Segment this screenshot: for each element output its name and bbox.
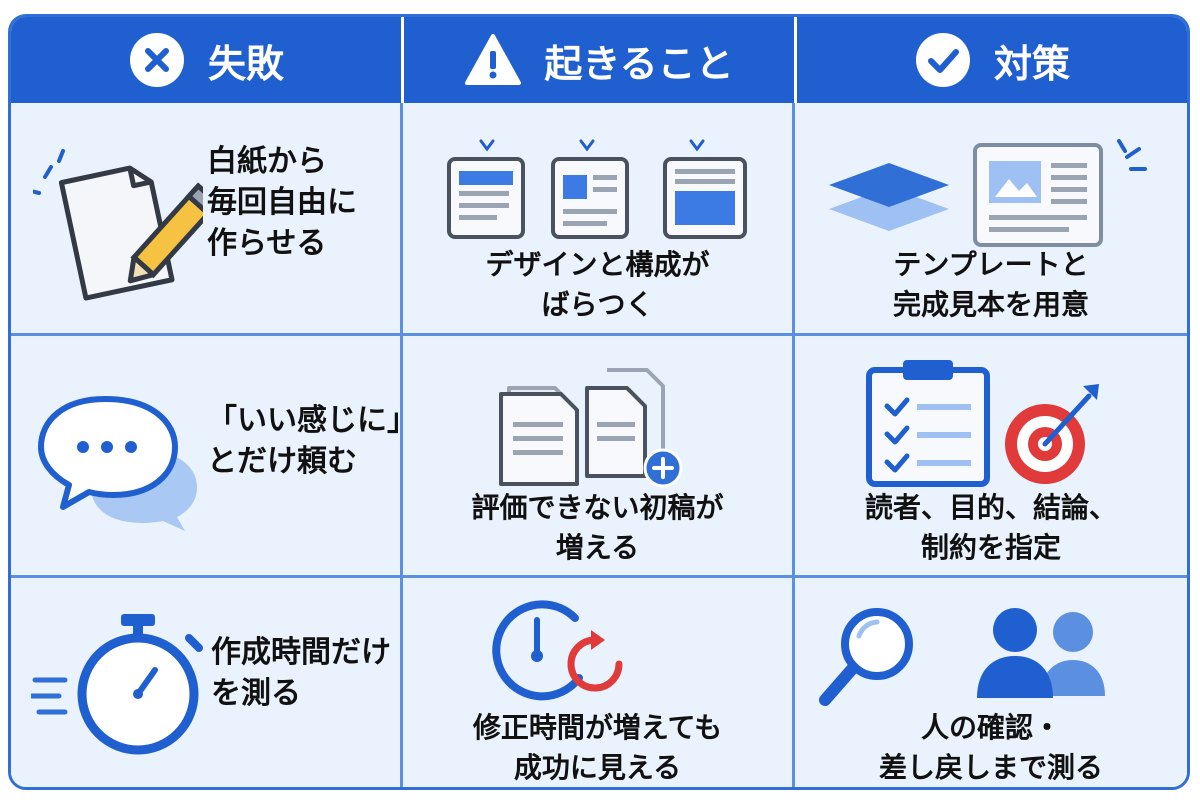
row2-countermeasure-line1: 読者、目的、結論、 <box>864 491 1117 524</box>
row1-failure-line3: 作らせる <box>207 226 327 261</box>
row1-failure-line1: 白紙から <box>207 144 327 179</box>
row1-failure-line2: 毎回自由に <box>207 185 357 220</box>
layout-documents-icon <box>447 139 747 239</box>
row2-consequence-cell: 評価できない初稿が 増える <box>403 336 795 578</box>
row3-countermeasure-line1: 人の確認・ <box>920 711 1061 744</box>
row3-failure-cell: 作成時間だけ を測る <box>11 578 403 787</box>
comparison-table: 失敗 起きること 対策 <box>8 14 1190 790</box>
row1-consequence-line1: デザインと構成が <box>485 248 710 281</box>
row2-failure-cell: 「いい感じに」 とだけ頼む <box>11 336 417 578</box>
warning-triangle-icon <box>465 34 522 85</box>
clock-refresh-icon <box>492 600 623 701</box>
row2-failure-line2: とだけ頼む <box>207 444 357 479</box>
paper-pencil-icon <box>33 149 203 301</box>
row2-countermeasure-cell: 読者、目的、結論、 制約を指定 <box>795 336 1187 578</box>
row3-failure-line1: 作成時間だけ <box>211 635 391 670</box>
row2-countermeasure-line2: 制約を指定 <box>920 531 1061 564</box>
stacked-documents-plus-icon <box>499 368 683 488</box>
header-consequence: 起きること <box>401 17 794 103</box>
row3-consequence-cell: 修正時間が増えても 成功に見える <box>403 578 795 787</box>
row3-consequence-text: 修正時間が増えても 成功に見える <box>403 708 792 787</box>
header-countermeasure: 対策 <box>794 17 1187 103</box>
row3-consequence-line2: 成功に見える <box>513 751 682 784</box>
row2-failure-line1: 「いい感じに」 <box>207 403 417 438</box>
row1-failure-cell: 白紙から 毎回自由に 作らせる <box>11 103 403 336</box>
row3-consequence-line1: 修正時間が増えても <box>472 711 723 744</box>
chat-bubble-icon <box>38 396 197 531</box>
row1-consequence-text: デザインと構成が ばらつく <box>403 245 792 325</box>
row1-failure-text: 白紙から 毎回自由に 作らせる <box>207 141 357 264</box>
row1-countermeasure-text: テンプレートと 完成見本を用意 <box>795 245 1187 325</box>
table-body: 白紙から 毎回自由に 作らせる <box>11 103 1187 787</box>
row2-consequence-line1: 評価できない初稿が <box>471 491 724 524</box>
row1-countermeasure-line2: 完成見本を用意 <box>892 288 1089 321</box>
row2-consequence-line2: 増える <box>555 531 640 564</box>
row2-countermeasure-text: 読者、目的、結論、 制約を指定 <box>795 488 1187 568</box>
row1-countermeasure-cell: テンプレートと 完成見本を用意 <box>795 103 1187 336</box>
header-countermeasure-label: 対策 <box>993 41 1070 86</box>
stopwatch-icon <box>31 614 203 755</box>
table-header: 失敗 起きること 対策 <box>11 17 1187 103</box>
header-consequence-label: 起きること <box>544 41 734 86</box>
header-failure-label: 失敗 <box>207 41 284 86</box>
magnifier-people-icon <box>819 608 1105 706</box>
check-circle-icon <box>915 33 970 87</box>
row3-failure-line2: を測る <box>211 676 301 711</box>
template-layers-icon <box>829 139 1147 247</box>
checklist-target-icon <box>866 360 1099 487</box>
x-circle-icon <box>129 33 184 87</box>
row3-countermeasure-line2: 差し戻しまで測る <box>878 751 1103 784</box>
row1-consequence-cell: デザインと構成が ばらつく <box>403 103 795 336</box>
row1-consequence-line2: ばらつく <box>541 288 654 321</box>
row3-countermeasure-text: 人の確認・ 差し戻しまで測る <box>795 708 1187 787</box>
row2-failure-text: 「いい感じに」 とだけ頼む <box>207 400 417 482</box>
row3-failure-text: 作成時間だけ を測る <box>211 632 391 714</box>
header-failure: 失敗 <box>11 17 401 103</box>
row1-countermeasure-line1: テンプレートと <box>893 248 1089 281</box>
row3-countermeasure-cell: 人の確認・ 差し戻しまで測る <box>795 578 1187 787</box>
row2-consequence-text: 評価できない初稿が 増える <box>403 488 792 568</box>
